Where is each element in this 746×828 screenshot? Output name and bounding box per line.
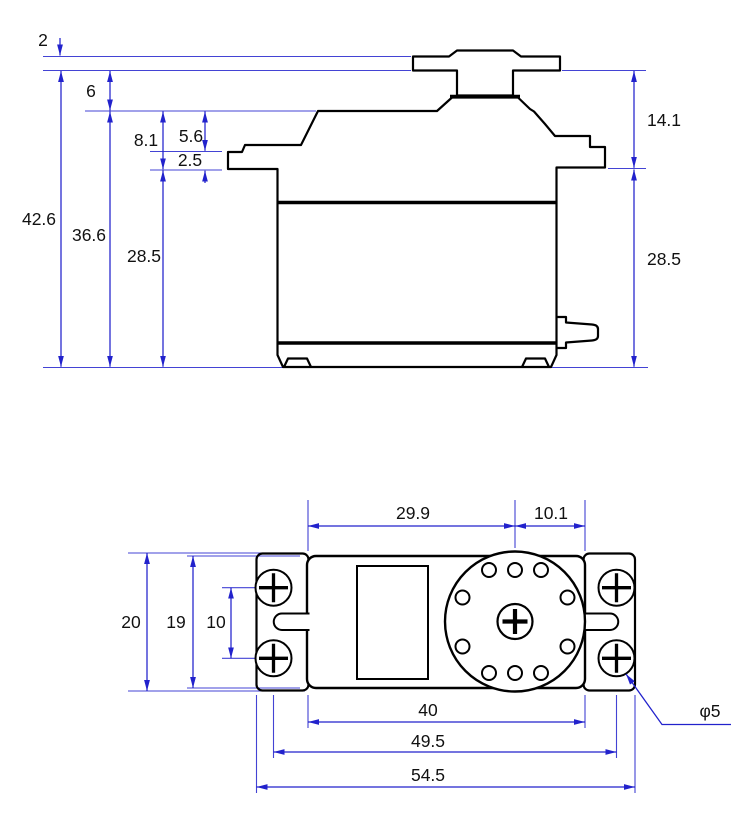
side-view: 2 6 8.1 5.6 2.5 42.6 36.6 28.5 14.1 28.5 [22,30,681,369]
dim-label-10-1: 10.1 [534,503,568,523]
ear-slot-left [272,612,310,631]
dim-label-8-1: 8.1 [134,130,158,150]
dim-label-42-6: 42.6 [22,209,56,229]
dim-label-29-9: 29.9 [396,503,430,523]
base-foot-left [283,357,312,368]
dim-label-49-5: 49.5 [411,731,445,751]
dim-label-phi5: φ5 [699,701,720,721]
servo-horn-side [411,49,562,97]
gear-holes [454,562,576,681]
base-foot-right [521,357,550,368]
dim-label-19: 19 [166,612,185,632]
servo-case-side-outline [226,96,607,369]
dim-label-5-6: 5.6 [179,126,203,146]
dim-label-28-5-right: 28.5 [647,249,681,269]
output-shaft-hub [496,602,534,641]
dim-label-20: 20 [121,612,141,632]
dim-label-horn-thickness: 2 [38,30,48,50]
dim-label-40: 40 [418,700,438,720]
bottom-dimension-lines [144,523,731,790]
dim-label-54-5: 54.5 [411,765,445,785]
hole-diameter-leader [625,673,731,726]
dim-label-36-6: 36.6 [72,225,106,245]
mounting-hole-crosses [259,573,631,673]
side-dimension-lines [57,38,637,367]
dim-label-horn-to-case: 6 [86,81,96,101]
ear-slot-right [582,612,620,631]
side-dimension-labels: 2 6 8.1 5.6 2.5 42.6 36.6 28.5 14.1 28.5 [22,30,681,269]
output-shaft-cross [502,609,528,634]
dim-label-2-5: 2.5 [178,150,202,170]
bottom-dimension-labels: 29.9 10.1 20 19 10 40 49.5 54.5 φ5 [121,503,720,785]
dim-label-10: 10 [206,612,226,632]
bottom-view: 29.9 10.1 20 19 10 40 49.5 54.5 φ5 [121,500,731,793]
dim-label-14-1: 14.1 [647,110,681,130]
dim-label-28-5-left: 28.5 [127,246,161,266]
wire-connector-side [556,315,600,350]
label-recess [356,565,429,680]
